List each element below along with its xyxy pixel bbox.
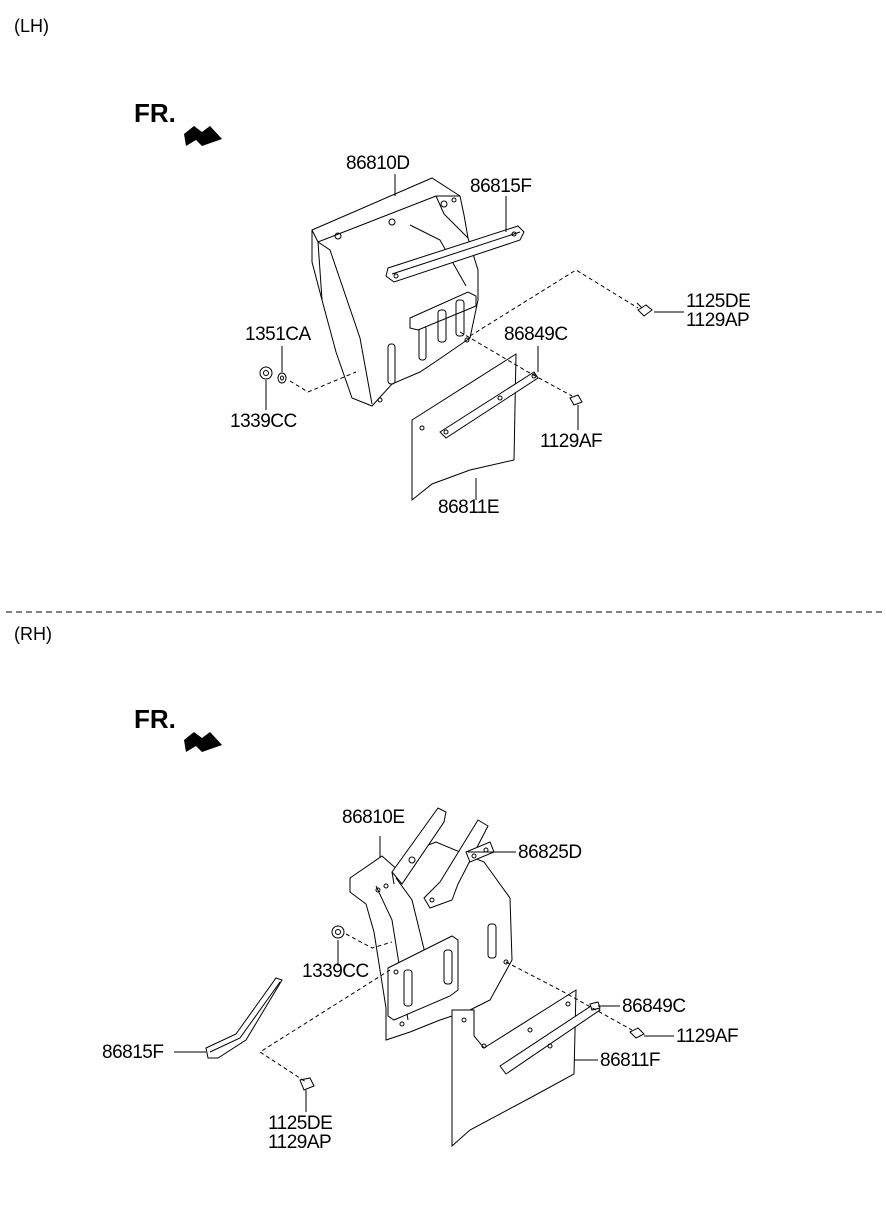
rh-label-86811F: 86811F [600, 1050, 661, 1071]
rh-label-86849C: 86849C [622, 996, 686, 1017]
lh-stiffener-86815F [385, 225, 525, 283]
lh-section-title: (LH) [14, 16, 49, 36]
lh-label-1129AP: 1129AP [686, 310, 750, 331]
lh-bolt-1129AF-icon [569, 394, 583, 406]
lh-washer-1351CA-icon [277, 372, 287, 384]
rh-inner-plate [387, 935, 459, 1021]
lh-front-arrow-icon [184, 126, 222, 146]
rh-front-label: FR. [134, 704, 176, 734]
lh-bolt-1125DE-icon [636, 302, 653, 317]
lh-mud-flap-86811E [411, 353, 539, 502]
rh-label-1125DE: 1125DE [268, 1113, 333, 1134]
rh-label-86815F: 86815F [102, 1042, 164, 1063]
rh-label-1129AP: 1129AP [268, 1132, 332, 1153]
rh-label-86810E: 86810E [342, 807, 405, 828]
lh-label-86811E: 86811E [438, 497, 500, 518]
rh-section-title: (RH) [14, 624, 52, 644]
rh-front-arrow-icon [184, 732, 222, 752]
rh-bracket-86810E [349, 841, 513, 1041]
lh-nut-1339CC-icon [259, 366, 273, 380]
rh-label-86825D: 86825D [518, 842, 582, 863]
rh-stiffener-86815F [205, 977, 283, 1059]
rh-label-1339CC: 1339CC [302, 961, 369, 982]
lh-label-1339CC: 1339CC [230, 411, 297, 432]
lh-inner-plate [409, 291, 477, 343]
rh-bolt-1129AF-icon [629, 1027, 645, 1039]
lh-front-label: FR. [134, 98, 176, 128]
lh-label-86849C: 86849C [504, 324, 568, 345]
rh-mud-flap-86811F [451, 989, 601, 1148]
lh-label-1129AF: 1129AF [540, 431, 603, 452]
rh-nut-1339CC-icon [331, 925, 345, 939]
rh-bolt-1125DE-icon [299, 1077, 315, 1091]
lh-label-86815F: 86815F [470, 176, 532, 197]
lh-bracket-86810D [311, 177, 479, 407]
lh-label-86810D: 86810D [346, 153, 410, 174]
lh-label-1125DE: 1125DE [686, 291, 751, 312]
rh-label-1129AF: 1129AF [676, 1026, 739, 1047]
lh-label-1351CA: 1351CA [245, 324, 311, 345]
rh-clip-86849C-icon [589, 1001, 601, 1011]
